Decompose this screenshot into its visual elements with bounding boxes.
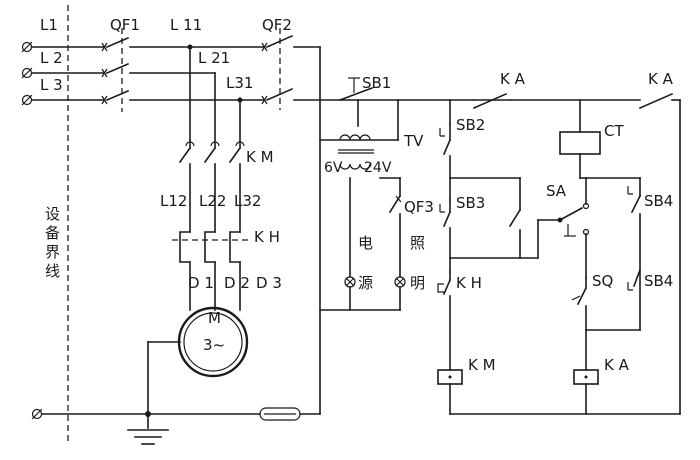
label-km-coil: K M [468,356,496,374]
label-qf1: QF1 [110,16,140,34]
terminal-l3 [21,94,33,106]
ka-contact-top1 [472,92,641,110]
breaker-qf1 [101,28,130,112]
ground-symbol [127,429,169,445]
ct-block [559,131,601,155]
label-sb1: SB1 [362,74,391,92]
boundary-char-1: 设 [45,205,60,223]
label-l1: L1 [40,16,58,34]
label-l12: L12 [160,192,187,210]
label-l32: L32 [234,192,261,210]
terminal-l2 [21,67,33,79]
label-l31: L31 [226,74,253,92]
sa-spring [564,224,576,237]
label-sb2: SB2 [456,116,485,134]
lighting-lamp [394,276,406,288]
label-l11: L 11 [170,16,202,34]
label-qf3: QF3 [404,198,434,216]
contactor-km-main [178,141,245,233]
label-kh-relay: K H [254,228,280,246]
button-sb4-top [627,177,642,331]
label-tv: TV [403,132,424,150]
label-l3: L 3 [40,76,63,94]
label-qf2: QF2 [262,16,292,34]
ka-contact-top2 [638,92,681,415]
boundary-char-2: 备 [45,224,60,242]
kh-contact [437,271,452,371]
power-lamp [344,276,356,288]
light-lamp-char-2: 明 [410,274,425,292]
label-sq: SQ [592,272,613,290]
label-ct: CT [604,122,624,140]
boundary-char-3: 界 [45,243,60,261]
coil-ka [573,369,599,415]
label-l21: L 21 [198,49,230,67]
label-d3: D 3 [256,274,282,292]
label-motor: M [208,309,221,327]
label-l22: L22 [199,192,226,210]
label-motor-phase: 3~ [203,336,225,354]
terminal-ground-line [31,408,43,420]
pe-connector [259,407,301,421]
label-kh-contact: K H [456,274,482,292]
label-sb4-top: SB4 [644,192,673,210]
power-lamp-char-1: 电 [358,234,373,252]
label-km-contact: K M [246,148,274,166]
button-sb1 [338,77,374,102]
limit-switch-sq [571,277,588,331]
label-ka-top1: K A [500,70,526,88]
terminal-l1 [21,41,33,53]
label-6v: 6V [324,160,343,176]
selector-sa [558,177,590,279]
km-aux-contact [449,208,522,259]
boundary-char-4: 线 [45,262,60,280]
label-sb3: SB3 [456,194,485,212]
button-sb2 [439,123,452,201]
thermal-relay-kh [172,231,252,311]
switch-qf3 [388,194,402,277]
label-sb4-bottom: SB4 [644,272,673,290]
transformer-tv [319,99,399,170]
label-ka-top2: K A [648,70,674,88]
button-sb3 [439,199,452,273]
label-d2: D 2 [224,274,250,292]
power-lamp-char-2: 源 [358,274,373,292]
light-lamp-char-1: 照 [410,234,425,252]
label-d1: D 1 [188,274,214,292]
breaker-qf2 [261,28,294,110]
label-ka-coil: K A [604,356,630,374]
label-24v: 24V [364,160,392,176]
label-sa: SA [546,182,567,200]
coil-km [437,369,463,415]
button-sb4-bottom [627,268,642,291]
label-l2: L 2 [40,49,63,67]
